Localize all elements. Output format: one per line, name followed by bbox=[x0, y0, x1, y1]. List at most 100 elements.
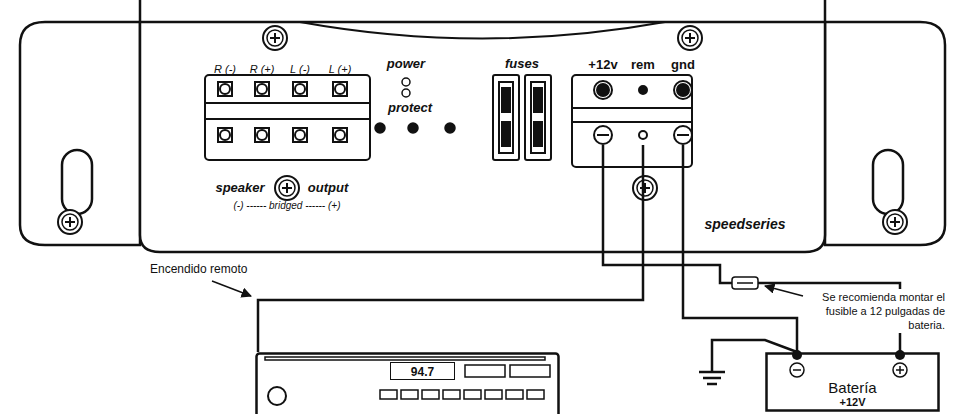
fuse-holders-part bbox=[502, 122, 510, 146]
channel-label: R (-) bbox=[214, 62, 236, 76]
fuse-holders-part bbox=[531, 82, 545, 153]
fuse-holders bbox=[493, 75, 551, 160]
mounting-screws-part bbox=[678, 26, 702, 50]
mounting-screws bbox=[58, 26, 907, 234]
inline-fuse bbox=[732, 277, 758, 289]
fuse-holders-part bbox=[502, 88, 510, 112]
battery-shape-part bbox=[767, 354, 939, 411]
head-unit-shape-part bbox=[510, 365, 550, 377]
power-terminal-block-part bbox=[674, 126, 692, 144]
leader-arrow bbox=[212, 281, 251, 296]
speaker-terminal-block-part bbox=[295, 84, 305, 94]
head-unit-shape-part bbox=[380, 390, 397, 399]
terminal-label: gnd bbox=[671, 57, 695, 72]
ground-screw bbox=[633, 176, 657, 200]
speaker-terminal-block-part bbox=[335, 130, 345, 140]
battery-node: Batería+12V bbox=[765, 352, 940, 412]
amplifier-body-part bbox=[140, 0, 825, 252]
head-unit-shape-part bbox=[268, 387, 286, 405]
speaker-terminal-block-part bbox=[218, 128, 232, 142]
ground-symbol-part bbox=[699, 371, 725, 374]
wire bbox=[683, 145, 797, 352]
head-unit-shape-part bbox=[506, 390, 523, 399]
power-terminal-block-part bbox=[639, 131, 647, 139]
mounting-screws-part bbox=[58, 210, 82, 234]
amplifier-body-part bbox=[140, 21, 825, 24]
battery-shape-part bbox=[793, 369, 801, 371]
speaker-terminal-block-part bbox=[257, 84, 267, 94]
speaker-terminal-block-part bbox=[333, 128, 347, 142]
speaker-terminal-block-part bbox=[333, 82, 347, 96]
speaker-terminal-block-part bbox=[335, 84, 345, 94]
channel-label: L (-) bbox=[290, 62, 310, 76]
status-leds bbox=[375, 78, 455, 133]
amplifier-body-part bbox=[873, 150, 903, 214]
terminal-node: gnd bbox=[665, 57, 701, 145]
head-unit-shape-part bbox=[401, 390, 418, 399]
brand-logo: speedseries bbox=[705, 216, 786, 233]
terminal-label: rem bbox=[631, 57, 655, 72]
ground-symbol-part bbox=[707, 383, 717, 386]
power-terminal-block-part bbox=[594, 81, 612, 99]
speaker-terminal-block-part bbox=[257, 130, 267, 140]
head-unit-shape-part bbox=[443, 390, 460, 399]
amplifier-body-part bbox=[300, 22, 665, 39]
ground-symbol-part bbox=[703, 377, 721, 380]
fuse-holders-part bbox=[534, 88, 542, 112]
speaker-terminal-block-part bbox=[220, 130, 230, 140]
speaker-terminal-block-part bbox=[205, 75, 370, 160]
battery-name: Batería bbox=[828, 379, 876, 396]
head-unit-shape-part bbox=[465, 365, 505, 377]
head-unit-shape-part bbox=[485, 390, 502, 399]
speaker-label: output bbox=[308, 180, 348, 196]
bridged-note: (-) ------ bridged ------ (+) bbox=[234, 199, 341, 212]
speaker-terminal-block-part bbox=[255, 128, 269, 142]
radio-node: 94.7 bbox=[255, 352, 560, 414]
power-terminal-block-part bbox=[677, 134, 689, 136]
status-leds-part bbox=[402, 78, 410, 86]
speaker-terminal-block-part bbox=[293, 128, 307, 142]
power-terminal-block bbox=[572, 75, 692, 167]
power-terminal-block-part bbox=[597, 134, 609, 136]
power-terminal-block-part bbox=[594, 126, 612, 144]
terminal-label: +12v bbox=[588, 57, 617, 72]
speaker-terminal-block-part bbox=[220, 84, 230, 94]
power-terminal-block-part bbox=[597, 84, 609, 96]
amplifier-body-part bbox=[62, 150, 92, 214]
channel-label: L (+) bbox=[329, 62, 352, 76]
speaker-terminal-block-part bbox=[205, 103, 370, 119]
amplifier-body-part bbox=[20, 22, 140, 245]
status-leds-part bbox=[402, 89, 410, 97]
inline-fuse-part bbox=[732, 277, 758, 289]
terminal-node: +12v bbox=[585, 57, 621, 145]
channel-label: R (+) bbox=[250, 62, 275, 76]
leader-arrow bbox=[765, 286, 803, 296]
status-leds-part bbox=[408, 123, 418, 133]
fuse-label: fuses bbox=[505, 56, 539, 72]
mounting-screws-part bbox=[263, 26, 287, 50]
speaker-label: speaker bbox=[215, 180, 264, 196]
inline-fuse-part bbox=[737, 282, 753, 284]
power-terminal-block-part bbox=[674, 81, 692, 99]
fuse-holders-part bbox=[534, 122, 542, 146]
battery-shape-part bbox=[899, 366, 901, 374]
head-unit-shape-part bbox=[422, 390, 439, 399]
power-terminal-block-part bbox=[639, 86, 647, 94]
speaker-screw bbox=[275, 176, 299, 200]
amplifier-body bbox=[20, 0, 945, 252]
power-terminal-block-part bbox=[677, 84, 689, 96]
speaker-terminal-block-part bbox=[295, 130, 305, 140]
terminal-node: rem bbox=[625, 57, 661, 145]
battery-shape-part bbox=[792, 350, 802, 360]
status-leds-part bbox=[375, 123, 385, 133]
head-unit-shape-part bbox=[257, 354, 559, 414]
battery-shape-part bbox=[893, 363, 907, 377]
power-terminal-block-part bbox=[572, 108, 692, 122]
wire bbox=[258, 145, 643, 352]
speaker-terminal-block-part bbox=[255, 82, 269, 96]
speaker-terminal-block-part bbox=[218, 82, 232, 96]
